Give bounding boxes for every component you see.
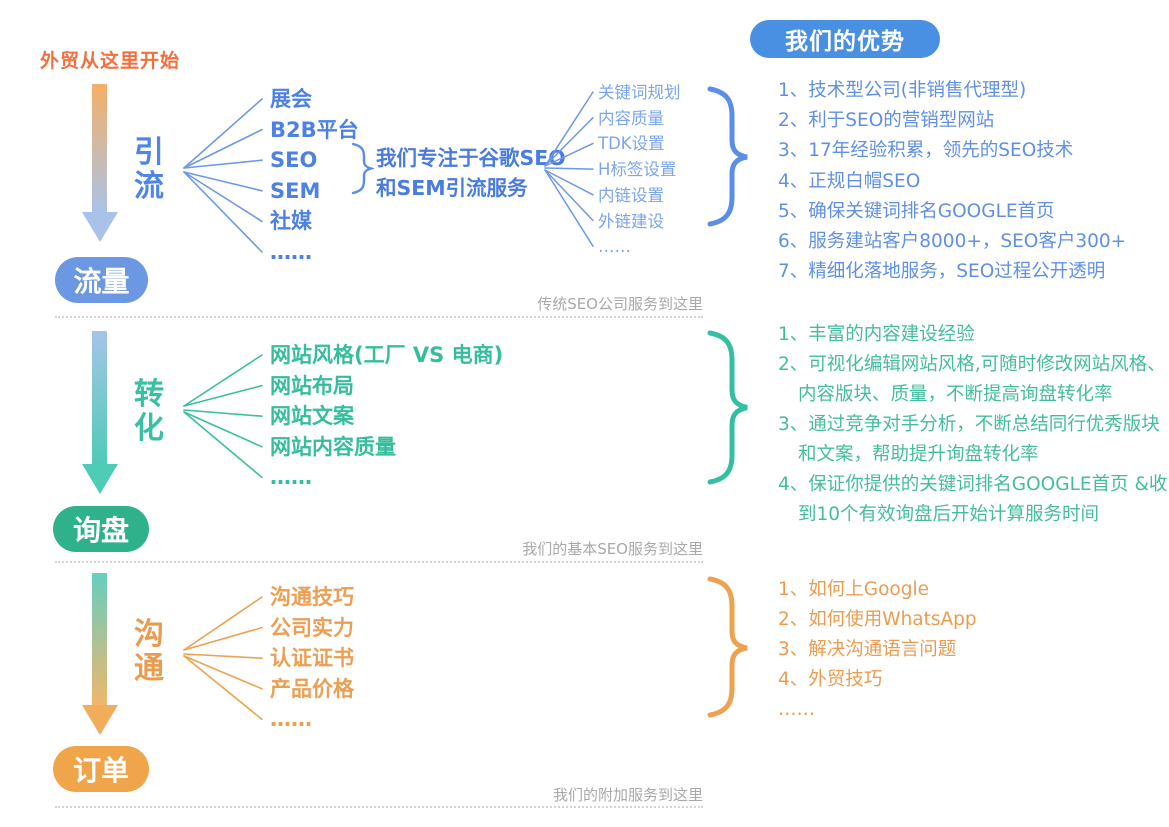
subbranch-item: 关键词规划: [598, 83, 681, 102]
flow-arrow-2-head-icon: [82, 464, 118, 494]
start-label: 外贸从这里开始: [40, 50, 181, 72]
flow-arrow-3-shaft: [92, 573, 107, 706]
branch-item: ……: [270, 465, 312, 490]
subbranch-item: TDK设置: [598, 134, 665, 154]
branch-list-section1: 展会 B2B平台 SEO SEM 社媒 ……: [270, 84, 359, 268]
subbranch-item: 外链建设: [598, 211, 664, 231]
flow-arrow-3-head-icon: [82, 705, 118, 735]
advantage-item: 2、如何使用WhatsApp: [778, 609, 977, 630]
branch-item: SEM: [270, 178, 321, 203]
stage-label-goutong: 沟通: [134, 617, 164, 686]
divider-note-2: 我们的基本SEO服务到这里: [522, 540, 703, 558]
subbranch-item: H标签设置: [598, 160, 677, 180]
divider-note-1: 传统SEO公司服务到这里: [537, 295, 703, 313]
branch-item: 认证证书: [270, 646, 354, 671]
flow-arrow-2-shaft: [92, 331, 107, 465]
result-badge-liuliang: 流量: [55, 257, 148, 303]
advantage-list-section1: 1、技术型公司(非销售代理型) 2、利于SEO的营销型网站 3、17年经验积累，…: [778, 76, 1126, 287]
branch-item: 社媒: [270, 209, 312, 234]
branch-item: SEO: [270, 148, 318, 173]
divider-line-2: [55, 561, 703, 563]
advantage-list-section2: 1、丰富的内容建设经验 2、可视化编辑网站风格,可随时修改网站风格、内容版块、质…: [778, 320, 1169, 530]
advantage-item: 5、确保关键词排名GOOGLE首页: [778, 200, 1055, 222]
small-brace-icon: [351, 142, 374, 195]
branch-item: 网站内容质量: [270, 434, 396, 459]
advantage-item: 6、服务建站客户8000+，SEO客户300+: [778, 231, 1127, 253]
subbranch-item: 内容质量: [598, 108, 664, 128]
advantage-item: 2、利于SEO的营销型网站: [778, 110, 995, 132]
stage-label-zhuanhua: 转化: [134, 377, 164, 446]
branch-item: 网站文案: [270, 404, 354, 429]
advantage-item: 7、精细化落地服务，SEO过程公开透明: [778, 261, 1106, 283]
fan-lines-subbranches: [544, 91, 594, 247]
branch-item: 网站风格(工厂 VS 电商): [270, 343, 504, 367]
advantage-item: 3、通过竞争对手分析，不断总结同行优秀版块和文案，帮助提升询盘转化率: [778, 414, 1160, 465]
subbranch-list: 关键词规划 内容质量 TDK设置 H标签设置 内链设置 外链建设 ……: [598, 80, 681, 260]
branch-item: ……: [270, 239, 312, 264]
divider-line-1: [55, 316, 703, 318]
branch-item: 公司实力: [270, 615, 354, 640]
advantages-title-badge: 我们的优势: [750, 20, 940, 58]
advantage-item: 1、如何上Google: [778, 579, 930, 600]
brace-section3-icon: [707, 576, 748, 718]
branch-list-section2: 网站风格(工厂 VS 电商) 网站布局 网站文案 网站内容质量 ……: [270, 340, 503, 493]
divider-line-3: [55, 806, 703, 808]
branch-list-section3: 沟通技巧 公司实力 认证证书 产品价格 ……: [270, 582, 354, 735]
flow-arrow-1-head-icon: [82, 212, 118, 242]
advantage-list-section3: 1、如何上Google 2、如何使用WhatsApp 3、解决沟通语言问题 4、…: [778, 575, 977, 725]
focus-note-line2: 和SEM引流服务: [376, 176, 528, 200]
stage-label-yinliu: 引流: [134, 135, 164, 204]
branch-item: 沟通技巧: [270, 585, 354, 609]
advantage-item: 3、解决沟通语言问题: [778, 639, 957, 660]
fan-lines-section2: [183, 354, 263, 479]
branch-item: 展会: [270, 87, 312, 111]
branch-item: B2B平台: [270, 117, 359, 142]
subbranch-item: ……: [598, 237, 631, 257]
advantage-item: 1、技术型公司(非销售代理型): [778, 80, 1027, 101]
branch-item: 产品价格: [270, 676, 354, 701]
advantage-item: 1、丰富的内容建设经验: [778, 324, 975, 345]
focus-note-line1: 我们专注于谷歌SEO: [376, 146, 566, 170]
result-badge-dingdan: 订单: [53, 746, 149, 792]
branch-item: 网站布局: [270, 373, 354, 398]
branch-item: ……: [270, 707, 312, 732]
divider-note-3: 我们的附加服务到这里: [552, 786, 703, 804]
flow-arrow-1-shaft: [92, 84, 107, 213]
advantage-item: 4、保证你提供的关键词排名GOOGLE首页 &收到10个有效询盘后开始计算服务时…: [778, 474, 1168, 525]
advantage-item: 2、可视化编辑网站风格,可随时修改网站风格、内容版块、质量，不断提高询盘转化率: [778, 354, 1166, 405]
brace-section2-icon: [707, 330, 748, 485]
fan-lines-section1: [183, 98, 263, 253]
subbranch-item: 内链设置: [598, 185, 664, 205]
advantage-item: 4、外贸技巧: [778, 669, 883, 690]
advantage-item: 4、正规白帽SEO: [778, 170, 921, 192]
fan-lines-section3: [183, 596, 263, 721]
advantage-item: ……: [778, 699, 815, 720]
focus-note: 我们专注于谷歌SEO 和SEM引流服务: [376, 143, 566, 203]
advantage-item: 3、17年经验积累，领先的SEO技术: [778, 140, 1074, 162]
result-badge-xunpan: 询盘: [53, 506, 149, 552]
brace-section1-icon: [707, 86, 748, 227]
